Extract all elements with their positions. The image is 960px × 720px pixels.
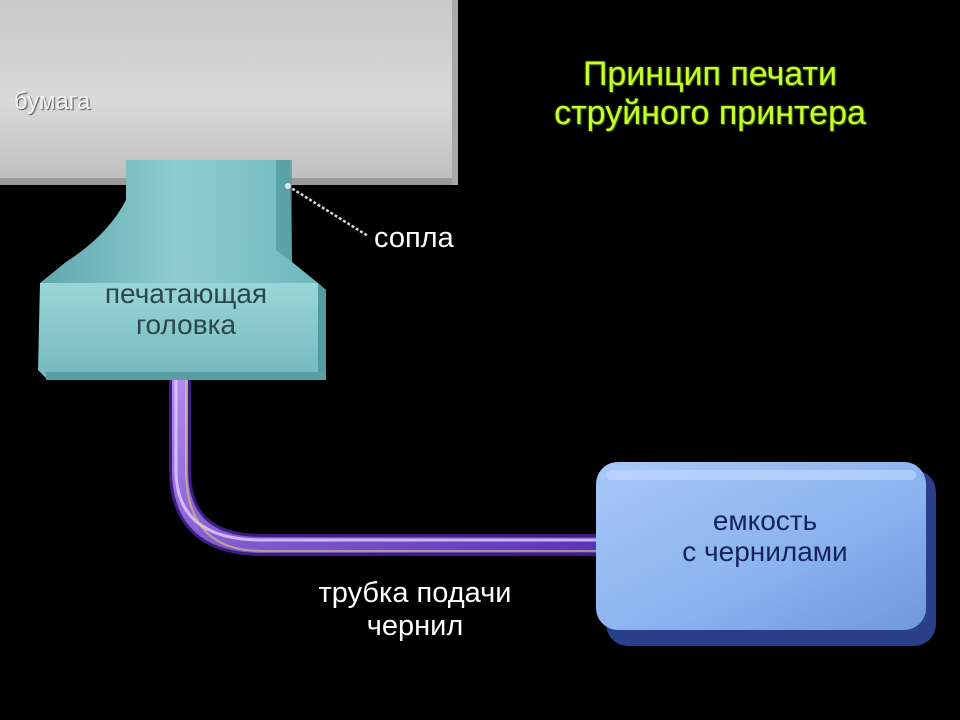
print-head-label-line-2: головка (135, 309, 237, 341)
nozzles-pointer (285, 183, 369, 238)
ink-tube (169, 357, 616, 556)
title-line-2: струйного принтера (554, 94, 866, 133)
ink-tube-label-line-2: чернил (366, 610, 464, 643)
ink-tank-label-line-2: с чернилами (682, 536, 848, 568)
ink-tube-label-line-1: трубка подачи (318, 577, 512, 609)
paper-label: бумага (14, 88, 91, 115)
title-line-1: Принцип печати (582, 55, 838, 93)
ink-tank (596, 462, 936, 646)
print-head-label-line-1: печатающая (104, 278, 268, 309)
print-head-label: печатающая головка (40, 278, 332, 341)
ink-tube-label: трубка подачи чернил (260, 577, 570, 644)
nozzles-label: сопла (374, 222, 454, 254)
print-head (38, 160, 326, 380)
diagram-title: Принцип печати струйного принтера (500, 55, 920, 133)
ink-tank-label-line-1: емкость (712, 505, 818, 536)
ink-tank-label: емкость с чернилами (600, 505, 930, 568)
